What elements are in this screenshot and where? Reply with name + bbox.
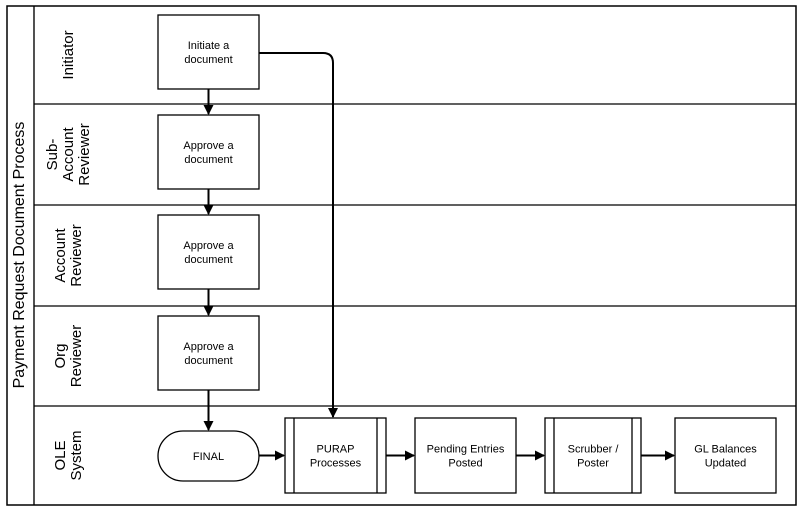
process-box bbox=[157, 214, 260, 290]
node-label-line: Approve a bbox=[183, 140, 234, 152]
lane-label-line: Org bbox=[52, 343, 69, 368]
lane-label: AccountReviewer bbox=[52, 224, 85, 287]
node-label: FINAL bbox=[193, 451, 224, 463]
node-label-line: Updated bbox=[705, 458, 747, 470]
lane-label-line: OLE bbox=[52, 440, 69, 470]
node-label-line: Posted bbox=[448, 458, 482, 470]
node-label-line: Scrubber / bbox=[568, 444, 620, 456]
node-label-line: Processes bbox=[310, 458, 362, 470]
lane-label: OLESystem bbox=[52, 430, 85, 480]
lane-label: OrgReviewer bbox=[52, 325, 85, 388]
node-approve-sub: Approve a document bbox=[157, 114, 260, 190]
node-label-line: Approve a bbox=[183, 240, 234, 252]
node-label-line: Approve a bbox=[183, 341, 234, 353]
node-label-line: Poster bbox=[577, 458, 609, 470]
process-box bbox=[157, 14, 260, 90]
lane-org-reviewer: OrgReviewer bbox=[34, 305, 796, 388]
node-label-line: PURAP bbox=[317, 444, 355, 456]
swimlanes: InitiatorSub-AccountReviewerAccountRevie… bbox=[34, 30, 796, 481]
lane-initiator: Initiator bbox=[60, 30, 77, 79]
connectors bbox=[203, 52, 675, 461]
lane-label-line: Reviewer bbox=[76, 123, 93, 186]
node-label-line: FINAL bbox=[193, 451, 224, 463]
process-box bbox=[157, 315, 260, 391]
process-box bbox=[414, 417, 517, 494]
lane-sub-account-reviewer: Sub-AccountReviewer bbox=[34, 103, 796, 186]
lane-label-line: System bbox=[68, 430, 85, 480]
node-label-line: document bbox=[184, 355, 232, 367]
node-initiate: Initiate a document bbox=[157, 14, 260, 90]
node-label: Approve a document bbox=[183, 341, 234, 367]
lane-label: Initiator bbox=[60, 30, 77, 79]
node-label-line: GL Balances bbox=[694, 444, 757, 456]
lane-account-reviewer: AccountReviewer bbox=[34, 204, 796, 287]
lane-label-line: Initiator bbox=[60, 30, 77, 79]
arrow-initiate-to-purap bbox=[259, 52, 338, 418]
node-label-line: document bbox=[184, 254, 232, 266]
lane-ole-system: OLESystem bbox=[34, 405, 796, 481]
lane-label-line: Sub- bbox=[44, 139, 61, 171]
lane-label-line: Account bbox=[52, 228, 69, 283]
node-label-line: document bbox=[184, 54, 232, 66]
node-scrubber: Scrubber / Poster bbox=[544, 417, 642, 494]
node-label: Initiate a document bbox=[184, 40, 232, 66]
node-label-line: document bbox=[184, 154, 232, 166]
terminator-shape bbox=[157, 430, 260, 482]
process-box bbox=[157, 114, 260, 190]
node-label: Scrubber / Poster bbox=[568, 444, 620, 470]
lane-label: Sub-AccountReviewer bbox=[44, 123, 93, 186]
process-box bbox=[544, 417, 642, 494]
process-box bbox=[284, 417, 387, 494]
node-label-line: Pending Entries bbox=[427, 444, 505, 456]
node-label-line: Initiate a bbox=[188, 40, 230, 52]
lane-label-line: Reviewer bbox=[68, 325, 85, 388]
lane-label-line: Reviewer bbox=[68, 224, 85, 287]
diagram-frame bbox=[6, 5, 797, 506]
node-approve-account: Approve a document bbox=[157, 214, 260, 290]
node-final: FINAL bbox=[157, 430, 260, 482]
node-purap: PURAP Processes bbox=[284, 417, 387, 494]
process-box bbox=[674, 417, 777, 494]
node-label: Approve a document bbox=[183, 240, 234, 266]
lane-label-line: Account bbox=[60, 127, 77, 182]
node-label: PURAP Processes bbox=[310, 444, 362, 470]
node-approve-org: Approve a document bbox=[157, 315, 260, 391]
node-label: Approve a document bbox=[183, 140, 234, 166]
diagram-title: Payment Request Document Process bbox=[11, 122, 28, 389]
